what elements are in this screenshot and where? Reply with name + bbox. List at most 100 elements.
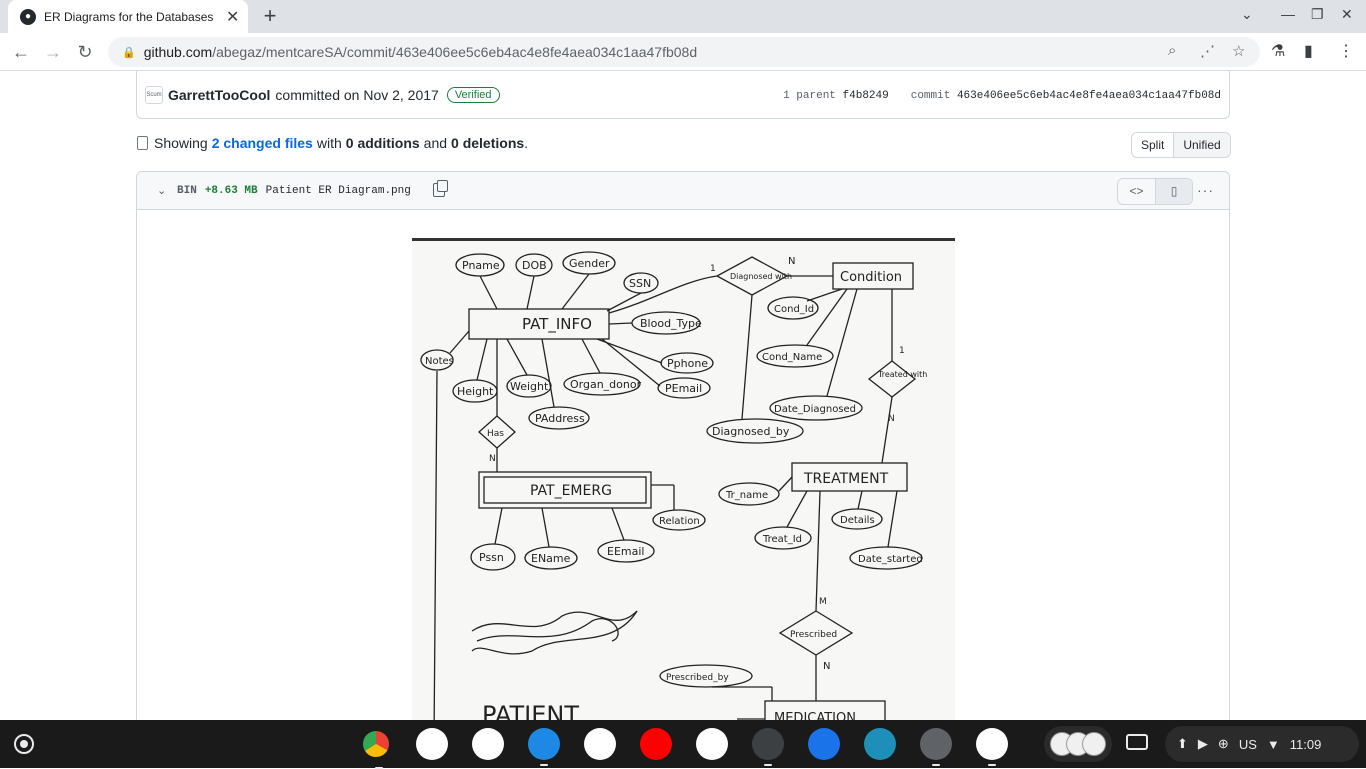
settings-icon[interactable] [920, 728, 952, 766]
split-button[interactable]: Split [1141, 138, 1165, 152]
diagram-label: N [788, 256, 795, 267]
attr-shape [657, 377, 711, 399]
add-circle-icon: ⊕ [1217, 736, 1229, 751]
minimize-icon[interactable]: — [1281, 6, 1295, 22]
share-icon[interactable]: ⋰ [1200, 43, 1215, 60]
holding-space[interactable] [1044, 726, 1112, 762]
changed-files-link[interactable]: 2 changed files [211, 135, 313, 151]
attr-shape [849, 546, 923, 570]
restore-icon[interactable]: ❐ [1311, 6, 1324, 22]
entity-shape [483, 476, 647, 504]
file-view-icon[interactable]: ▯ [1155, 179, 1192, 204]
diff-view-toggle: Split Unified [1131, 132, 1231, 158]
launcher-icon[interactable] [14, 734, 34, 754]
additions-count: 0 additions [345, 135, 420, 151]
menu-icon[interactable]: ⋮ [1338, 43, 1354, 60]
parent-sha-link[interactable]: f4b8249 [842, 90, 889, 102]
image-viewer: Pname DOB Gender SSN PAT_INFO Blood_Type [137, 210, 1229, 720]
diagram-label: Has [487, 429, 504, 439]
files-icon[interactable] [528, 728, 560, 766]
bin-label: BIN [177, 185, 197, 197]
diagram-label: PATIENT [482, 701, 579, 720]
period-text: . [524, 135, 529, 151]
back-icon[interactable]: ← [12, 42, 30, 62]
cast-icon: ▶ [1197, 736, 1208, 751]
diagram-label: SSN [629, 277, 651, 290]
code-view-icon[interactable]: <> [1129, 184, 1144, 198]
tab-title: ER Diagrams for the Databases [44, 9, 214, 24]
calendar-icon[interactable] [472, 728, 504, 760]
github-icon: ● [20, 8, 36, 25]
diagram-label: Pname [462, 259, 500, 272]
diagram-label: Diagnosed_by [712, 425, 790, 438]
diagram-label: DOB [522, 259, 547, 272]
page-content: Scum GarrettTooCool committed on Nov 2, … [0, 71, 1366, 720]
keyboard-icon[interactable] [1126, 734, 1148, 750]
forward-icon[interactable]: → [44, 42, 62, 62]
address-bar[interactable]: 🔒 github.com/abegaz/mentcareSA/commit/46… [108, 37, 1260, 67]
entity-shape [832, 262, 914, 290]
attr-shape [506, 374, 552, 398]
chrome-icon[interactable] [360, 728, 392, 769]
diagram-label: 1 [899, 346, 905, 356]
file-header: ⌄ BIN +8.63 MB Patient ER Diagram.png <>… [137, 172, 1229, 210]
bookmark-star-icon[interactable]: ☆ [1232, 43, 1246, 60]
attr-shape [767, 296, 819, 320]
terminal-icon[interactable] [752, 728, 784, 766]
copy-icon[interactable] [433, 180, 448, 197]
diagram-label: Cond_Id [774, 304, 814, 315]
tab-search-icon[interactable]: ⌄ [1241, 6, 1253, 22]
reload-icon[interactable]: ↻ [77, 42, 93, 62]
diagram-label: PAT_INFO [522, 315, 592, 334]
diagram-label: 1 [710, 264, 716, 274]
file-name[interactable]: Patient ER Diagram.png [265, 185, 411, 197]
close-window-icon[interactable]: ✕ [1341, 6, 1353, 22]
meet-icon[interactable] [584, 728, 616, 760]
zoom-icon[interactable]: ⌕ [1168, 42, 1177, 59]
youtube-icon[interactable] [640, 728, 672, 760]
extensions-icon[interactable]: ⚗ [1271, 43, 1286, 60]
diagram-label: Height [457, 385, 494, 398]
diagram-label: Pssn [479, 551, 504, 564]
commit-label: commit [910, 90, 951, 102]
url-path: /abegaz/mentcareSA/commit/463e406ee5c6eb… [212, 44, 698, 60]
diagram-label: MEDICATION [774, 711, 856, 720]
acrobat-icon[interactable] [864, 728, 896, 760]
browser-tab[interactable]: ● ER Diagrams for the Databases ✕ [8, 0, 248, 33]
diagram-label: M [819, 597, 827, 607]
commit-action: committed on Nov 2, 2017 [275, 87, 439, 103]
status-tray[interactable]: ⬆ ▶ ⊕ US ▼ 11:09 [1165, 726, 1359, 762]
attr-shape [756, 344, 834, 368]
diagram-label: Organ_donor [570, 378, 642, 391]
with-text: with [316, 135, 342, 151]
gmail-icon[interactable] [416, 728, 448, 760]
author-link[interactable]: GarrettTooCool [168, 87, 271, 103]
diagram-label: Prescribed_by [666, 673, 729, 683]
messages-icon[interactable] [808, 728, 840, 760]
collapse-chevron-icon[interactable]: ⌄ [157, 185, 167, 197]
relationship-shape [867, 360, 917, 398]
more-options-icon[interactable]: ··· [1197, 182, 1214, 198]
attr-shape [831, 508, 883, 530]
sql-app-icon[interactable] [976, 728, 1008, 766]
diagram-label: Prescribed [790, 630, 837, 640]
close-tab-icon[interactable]: ✕ [226, 8, 240, 26]
unified-button[interactable]: Unified [1173, 133, 1230, 157]
diagram-label: PAddress [535, 412, 585, 425]
os-shelf: ⬆ ▶ ⊕ US ▼ 11:09 [0, 720, 1366, 769]
avatar[interactable]: Scum [145, 86, 163, 104]
verified-badge[interactable]: Verified [446, 87, 500, 103]
deletions-count: 0 deletions [451, 135, 525, 151]
new-tab-button[interactable]: + [263, 3, 277, 28]
entity-shape [764, 700, 886, 720]
drive-icon[interactable] [696, 728, 728, 760]
attr-shape [659, 664, 753, 688]
file-diff-icon [137, 136, 148, 150]
attr-shape [563, 372, 641, 396]
diagram-label: Gender [569, 257, 610, 270]
side-panel-icon[interactable]: ▮ [1304, 43, 1313, 60]
diagram-label: EEmail [607, 545, 644, 558]
url-host: github.com [143, 44, 213, 60]
and-text: and [423, 135, 448, 151]
diagram-label: Weight [510, 380, 549, 393]
